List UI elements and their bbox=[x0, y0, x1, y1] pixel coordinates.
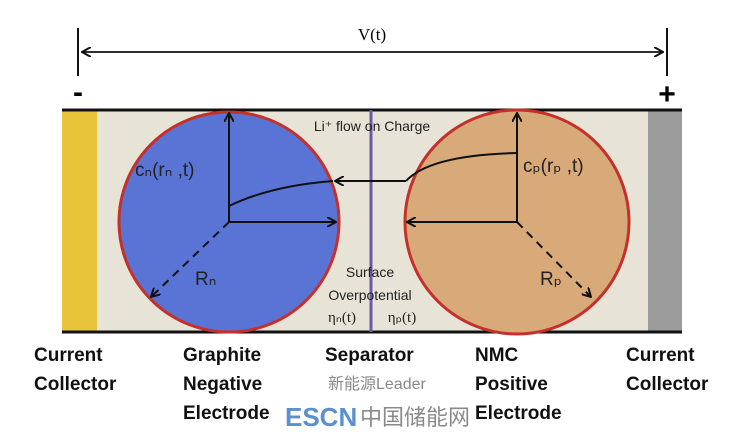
negative-terminal: - bbox=[73, 76, 83, 109]
voltage-label: V(t) bbox=[358, 25, 386, 44]
positive-terminal: + bbox=[658, 78, 676, 111]
concentration-curve-negative bbox=[228, 180, 334, 207]
positive-electrode-label: NMC Positive Electrode bbox=[475, 345, 562, 424]
watermark-brand: ESCN bbox=[285, 402, 358, 432]
watermark-source: 新能源Leader bbox=[328, 376, 426, 393]
cn-label: cₙ(rₙ ,t) bbox=[135, 160, 194, 181]
rp-label: Rₚ bbox=[540, 269, 562, 290]
li-flow-label: Li⁺ flow on Charge bbox=[314, 118, 431, 134]
surface-label: Surface bbox=[346, 264, 394, 280]
left-collector-label: Current Collector bbox=[34, 345, 117, 395]
watermark-brand-cn: 中国储能网 bbox=[360, 405, 471, 430]
negative-electrode-label: Graphite Negative Electrode bbox=[183, 345, 270, 424]
overpotential-label: Overpotential bbox=[328, 287, 411, 303]
separator-label: Separator bbox=[325, 345, 414, 366]
concentration-curve-positive bbox=[405, 152, 518, 182]
right-collector-label: Current Collector bbox=[626, 345, 709, 395]
current-collector-positive bbox=[648, 110, 682, 332]
rn-label: Rₙ bbox=[195, 269, 216, 290]
cp-label: cₚ(rₚ ,t) bbox=[523, 156, 584, 177]
eta-n-label: ηₙ(t) bbox=[328, 310, 356, 326]
eta-p-label: ηₚ(t) bbox=[388, 310, 416, 326]
radius-arrow-positive bbox=[516, 221, 591, 297]
radius-arrow-negative bbox=[151, 221, 230, 297]
current-collector-negative bbox=[62, 110, 97, 332]
